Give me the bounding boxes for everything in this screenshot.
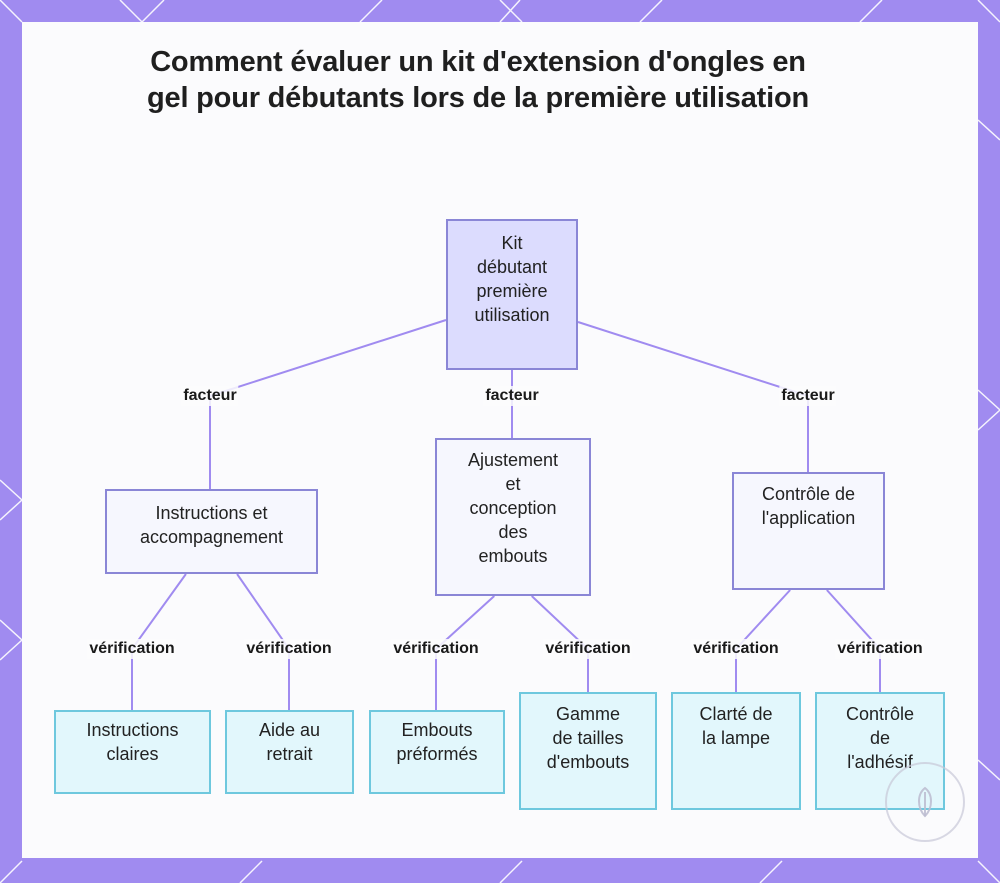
leaf-node-3-1: Clarté de la lampe [671, 692, 801, 810]
branch-node-3: Contrôle de l'application [732, 472, 885, 590]
leaf-node-2-2: Gamme de tailles d'embouts [519, 692, 657, 810]
edge-label-verification-3-1: vérification [691, 639, 781, 659]
connector-root-branch-3 [577, 321, 809, 472]
diagram-title: Comment évaluer un kit d'extension d'ong… [147, 46, 809, 114]
leaf-node-2-1: Embouts préformés [369, 710, 505, 794]
branch-node-1: Instructions et accompagnement [105, 489, 318, 574]
edge-label-verification-2-2: vérification [543, 639, 633, 659]
connector-root-branch-1 [209, 319, 447, 489]
edge-label-facteur-1: facteur [181, 386, 239, 406]
edge-label-verification-3-2: vérification [835, 639, 925, 659]
leaf-node-3-1-label: Clarté de la lampe [699, 704, 773, 748]
feather-logo-icon [885, 762, 965, 842]
leaf-node-1-2-label: Aide au retrait [258, 720, 321, 764]
edge-label-verification-2-1: vérification [391, 639, 481, 659]
leaf-node-1-1: Instructions claires [54, 710, 211, 794]
leaf-node-1-2: Aide au retrait [225, 710, 354, 794]
branch-node-2: Ajustement et conception des embouts [435, 438, 591, 596]
edge-label-facteur-3: facteur [779, 386, 837, 406]
edge-label-verification-1-2: vérification [244, 639, 334, 659]
root-node-label: Kit débutant première utilisation [474, 233, 550, 325]
branch-node-3-label: Contrôle de l'application [761, 484, 856, 528]
edge-label-facteur-2: facteur [483, 386, 541, 406]
leaf-node-3-2-label: Contrôle de l'adhésif [845, 704, 915, 772]
branch-node-2-label: Ajustement et conception des embouts [467, 450, 559, 566]
leaf-node-2-1-label: Embouts préformés [396, 720, 478, 764]
edge-label-verification-1-1: vérification [87, 639, 177, 659]
root-node: Kit débutant première utilisation [446, 219, 578, 370]
leaf-node-2-2-label: Gamme de tailles d'embouts [546, 704, 630, 772]
leaf-node-1-1-label: Instructions claires [86, 720, 179, 764]
branch-node-1-label: Instructions et accompagnement [139, 503, 284, 547]
